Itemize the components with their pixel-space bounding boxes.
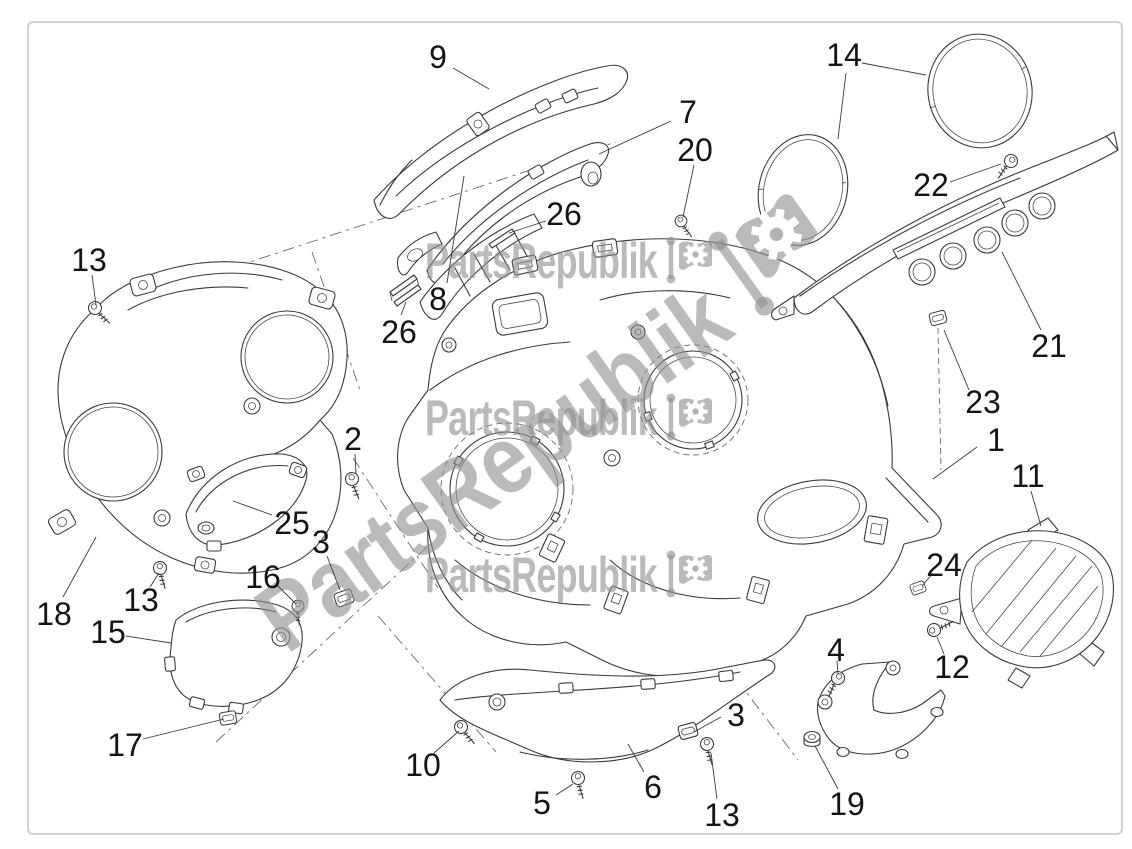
watermark-horizontal-3: PartsRepublik [425,547,712,603]
leader-line-12 [936,636,945,655]
leader-line-14 [861,62,927,76]
part-label-13: 13 [123,582,159,618]
part-label-26: 26 [546,196,582,232]
part-label-8: 8 [429,281,447,317]
part-label-18: 18 [36,596,72,632]
leader-line-5 [555,783,574,796]
part-label-23: 23 [965,384,1001,420]
leader-line-17 [142,718,225,740]
part-label-13: 13 [704,797,740,833]
part-label-1: 1 [987,422,1005,458]
leader-line-11 [1030,490,1042,527]
part-label-24: 24 [926,547,962,583]
part-label-7: 7 [679,94,697,130]
leader-line-3 [693,716,722,733]
leader-line-7 [598,120,672,155]
leader-line-21 [1001,251,1042,331]
part-label-22: 22 [913,167,949,203]
part-label-20: 20 [677,132,713,168]
part-label-2: 2 [344,421,362,457]
leader-line-23 [943,329,970,391]
lens-11-drawing [928,517,1114,689]
part-label-4: 4 [827,632,845,668]
part-label-16: 16 [245,559,281,595]
leader-line-2 [354,453,357,475]
page-border [27,21,1123,835]
part-label-3: 3 [312,524,330,560]
part-label-12: 12 [934,649,970,685]
leader-line-4 [836,660,839,675]
leader-line-8 [446,175,465,284]
visor-9-drawing [373,64,629,219]
leader-line-26 [508,220,547,234]
leader-line-13 [710,752,718,800]
leader-line-22 [949,163,1002,183]
watermark-text: PartsRepublik [425,233,658,289]
part-label-3: 3 [727,697,745,733]
cover-15-drawing [164,599,303,715]
watermark-horizontal-2: PartsRepublik [425,390,712,446]
leader-line-13 [91,274,97,306]
button-strip-21-drawing [770,131,1119,321]
leader-line-16 [276,584,297,605]
leader-line-10 [433,730,460,754]
part-label-13: 13 [71,242,107,278]
trim-8-drawing [397,213,543,320]
leader-line-3 [326,555,341,591]
part-label-25: 25 [274,505,310,541]
leader-line-14 [837,72,847,140]
part-label-15: 15 [90,614,126,650]
leader-line-1 [932,446,978,480]
part-label-21: 21 [1031,328,1067,364]
bottom-cover-6-drawing [439,659,776,763]
part-label-9: 9 [429,39,447,75]
leader-line-24 [921,572,934,587]
leader-line-15 [125,635,172,644]
leader-line-20 [682,164,695,218]
part-label-26: 26 [381,314,417,350]
left-cluster-housing-drawing [48,261,348,574]
leader-line-19 [814,745,839,790]
leader-line-6 [627,743,645,773]
part-label-14: 14 [826,37,862,73]
leader-line-25 [232,500,273,516]
strip-26-drawing [389,228,516,307]
part-label-19: 19 [829,786,865,822]
leader-line-18 [62,536,97,598]
main-housing-drawing [397,238,942,677]
part-label-6: 6 [644,769,662,805]
watermark-text: PartsRepublik [425,390,658,446]
part-label-10: 10 [405,747,441,783]
leader-line-9 [452,67,490,90]
watermark-horizontal-1: PartsRepublik [425,233,712,289]
rings-14-drawing [757,33,1033,246]
leader-line-13 [149,572,160,588]
leader-line-26 [400,301,407,316]
watermark-text: PartsRepublik [425,547,658,603]
part-label-11: 11 [1011,458,1044,494]
bracket-4-drawing [816,660,946,760]
part-label-17: 17 [107,727,143,763]
part-label-5: 5 [533,785,551,821]
gauge-25-drawing [185,453,308,552]
